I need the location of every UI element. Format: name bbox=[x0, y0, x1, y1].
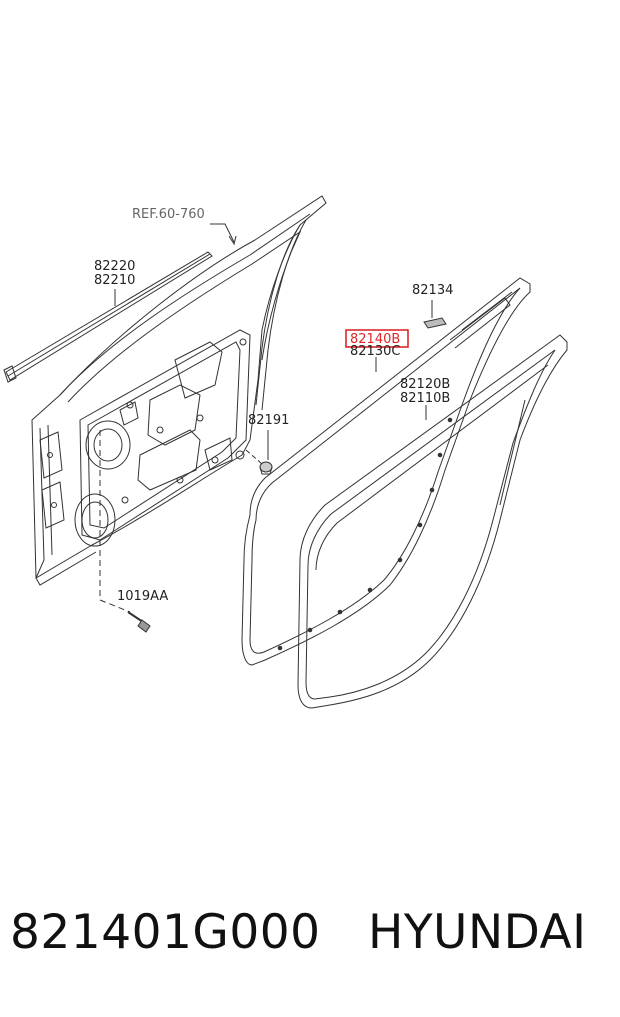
screw-1019aa bbox=[127, 611, 151, 633]
brand-name: HYUNDAI bbox=[368, 905, 587, 960]
highlight-box bbox=[345, 329, 409, 348]
label-1019aa: 1019AA bbox=[117, 589, 168, 604]
label-82140b: 82140B bbox=[350, 332, 400, 347]
door-weatherstrip-82140b bbox=[241, 277, 531, 666]
label-82130c: 82130C bbox=[350, 344, 400, 359]
label-82134: 82134 bbox=[412, 283, 453, 298]
label-ref: REF.60-760 bbox=[132, 207, 205, 222]
body-side-weatherstrip bbox=[297, 334, 568, 709]
belt-moulding bbox=[3, 251, 213, 383]
label-82120b: 82120B bbox=[400, 377, 450, 392]
door-frame bbox=[31, 195, 327, 586]
leader-lines bbox=[99, 223, 433, 613]
label-82110b: 82110B bbox=[400, 391, 450, 406]
part-number: 821401G000 bbox=[10, 905, 321, 960]
clip-82134 bbox=[423, 317, 447, 329]
door-parts-diagram: REF.60-760 82220 82210 82134 82140B 8213… bbox=[3, 195, 568, 709]
label-82220: 82220 bbox=[94, 259, 135, 274]
caption: 821401G000 HYUNDAI bbox=[0, 905, 620, 975]
plug-82191 bbox=[259, 461, 273, 475]
label-82210: 82210 bbox=[94, 273, 135, 288]
label-82191: 82191 bbox=[248, 413, 289, 428]
